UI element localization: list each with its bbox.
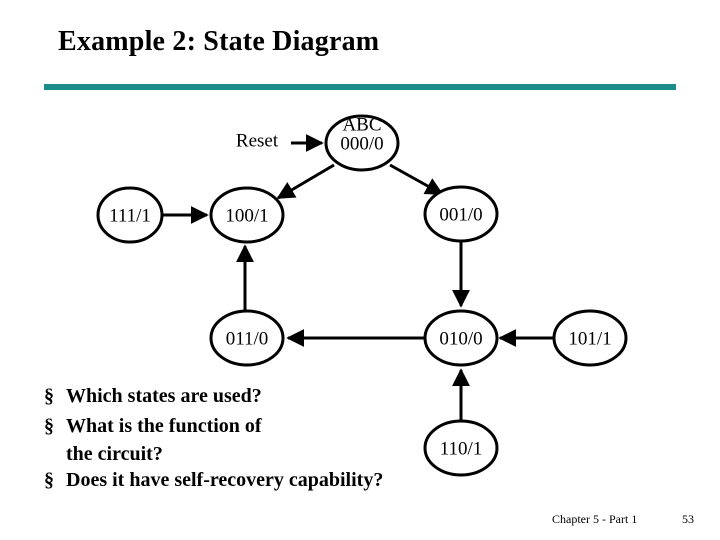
reset-label: Reset xyxy=(236,130,279,151)
bullet-item-3: § Does it have self-recovery capability? xyxy=(44,466,584,494)
abc-header-label: ABC xyxy=(342,114,381,135)
state-label-100: 100/1 xyxy=(225,205,268,226)
state-node-011[interactable] xyxy=(209,309,285,367)
title-underline-rule xyxy=(44,84,676,90)
bullet-marker-icon: § xyxy=(44,385,54,407)
state-node-010[interactable] xyxy=(423,309,499,367)
state-node-110[interactable] xyxy=(423,419,499,477)
bullet-list: § Which states are used? § What is the f… xyxy=(44,382,584,496)
bullet-marker-icon: § xyxy=(44,468,54,491)
state-node-111[interactable] xyxy=(96,186,164,244)
state-label-001: 001/0 xyxy=(439,204,482,225)
bullet-text-2: What is the function of xyxy=(66,415,262,438)
state-label-011: 011/0 xyxy=(226,328,269,349)
bullet-text-2-cont: the circuit? xyxy=(66,442,163,465)
bullet-item-1: § Which states are used? xyxy=(44,382,584,410)
bullet-text-1: Which states are used? xyxy=(66,385,262,407)
state-node-101[interactable] xyxy=(552,309,628,367)
state-label-000: 000/0 xyxy=(340,133,383,154)
transition-000-to-001 xyxy=(389,163,444,196)
state-node-000[interactable] xyxy=(324,114,400,172)
transition-000-to-100 xyxy=(276,163,335,200)
state-label-010: 010/0 xyxy=(439,328,482,349)
page-title: Example 2: State Diagram xyxy=(58,26,380,57)
state-node-100[interactable] xyxy=(209,186,285,244)
footer-page-number: 53 xyxy=(682,512,694,526)
state-label-110: 110/1 xyxy=(440,438,483,459)
bullet-item-2: § What is the function of xyxy=(44,412,584,440)
footer-chapter-label: Chapter 5 - Part 1 xyxy=(552,512,638,526)
state-label-101: 101/1 xyxy=(568,328,611,349)
bullet-text-3: Does it have self-recovery capability? xyxy=(66,468,384,491)
state-node-001[interactable] xyxy=(423,185,499,243)
bullet-marker-icon: § xyxy=(44,415,54,438)
state-label-111: 111/1 xyxy=(109,205,151,226)
